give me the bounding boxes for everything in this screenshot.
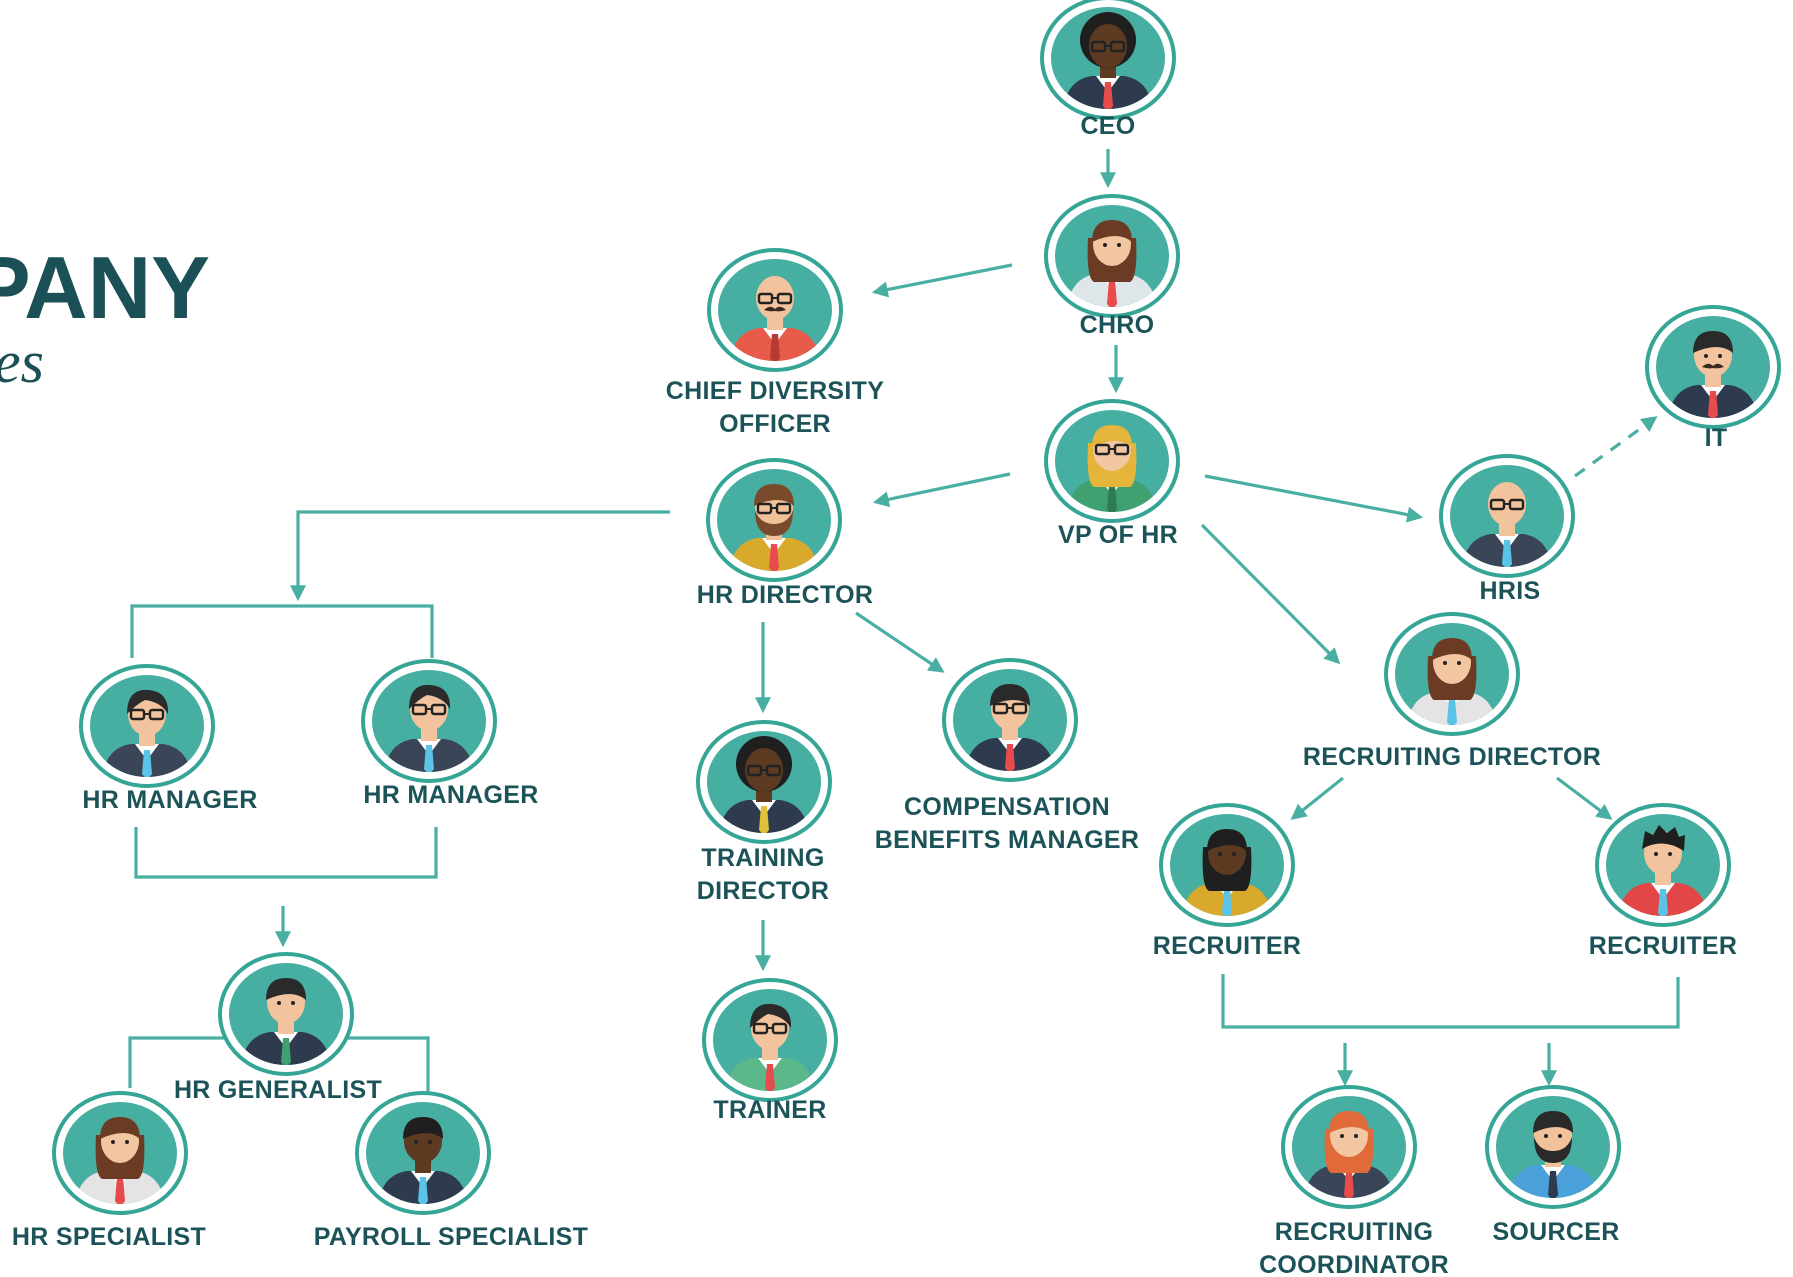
node-label-cdo-line-1: CHIEF DIVERSITY: [666, 377, 884, 405]
recruiter-avatar-icon: [1595, 803, 1731, 927]
recdir-to-rec1-arrow: [1290, 776, 1344, 820]
node-label-hris: HRIS: [1480, 577, 1541, 605]
node-rec1: RECRUITER: [1153, 803, 1302, 960]
node-chro: CHRO: [1044, 194, 1180, 339]
node-it: IT: [1645, 305, 1781, 452]
recdir-to-rec2-arrow: [1556, 776, 1613, 820]
sourcer-avatar-icon: [1485, 1085, 1621, 1209]
payroll-specialist-avatar-icon: [355, 1091, 491, 1215]
node-hrm2: HR MANAGER: [361, 659, 538, 809]
node-label-cdo-line-2: OFFICER: [719, 410, 831, 438]
hr-generalist-avatar-icon: [218, 952, 354, 1076]
node-label-chro: CHRO: [1080, 311, 1155, 339]
node-label-comp-line-2: BENEFITS MANAGER: [875, 826, 1140, 854]
node-label-ceo: CEO: [1080, 112, 1135, 140]
node-label-gen: HR GENERALIST: [174, 1076, 382, 1104]
hris-to-it-arrow: [1574, 416, 1658, 478]
hr-manager-avatar-icon: [79, 664, 215, 788]
hr-director-avatar-icon: [706, 458, 842, 582]
node-label-rec2: RECRUITER: [1589, 932, 1738, 960]
trainer-avatar-icon: [702, 978, 838, 1102]
vphr-to-hrdir-arrow: [872, 472, 1011, 508]
node-rec2: RECRUITER: [1589, 803, 1738, 960]
node-train: TRAINING DIRECTOR: [696, 720, 832, 905]
node-sourcer: SOURCER: [1485, 1085, 1621, 1246]
node-label-spec: HR SPECIALIST: [12, 1223, 206, 1251]
ceo-avatar-icon: [1040, 0, 1176, 120]
vphr-to-recdir-arrow: [1200, 523, 1341, 665]
node-vphr: VP OF HR: [1044, 399, 1180, 549]
chro-avatar-icon: [1044, 194, 1180, 318]
recruiting-coordinator-avatar-icon: [1281, 1085, 1417, 1209]
hrdir-to-hrm-connector: [290, 510, 670, 602]
node-label-sourcer: SOURCER: [1492, 1218, 1619, 1246]
hr-manager-avatar-icon: [361, 659, 497, 783]
node-label-hrm1: HR MANAGER: [82, 786, 257, 814]
node-label-payroll: PAYROLL SPECIALIST: [314, 1223, 588, 1251]
node-label-vphr: VP OF HR: [1058, 521, 1178, 549]
node-label-train-line-2: DIRECTOR: [697, 877, 830, 905]
node-hris: HRIS: [1439, 454, 1575, 605]
hrdir-to-comp-arrow: [855, 611, 945, 673]
node-label-hrm2: HR MANAGER: [363, 781, 538, 809]
node-coord: RECRUITING COORDINATOR: [1259, 1085, 1449, 1277]
chro-to-cdo-arrow: [871, 263, 1013, 298]
node-recdir: RECRUITING DIRECTOR: [1303, 612, 1601, 771]
node-label-comp-line-1: COMPENSATION: [904, 793, 1110, 821]
hrm-top-bracket: [130, 604, 434, 658]
vp-of-hr-avatar-icon: [1044, 399, 1180, 523]
node-gen: HR GENERALIST: [174, 952, 382, 1104]
node-comp: COMPENSATION BENEFITS MANAGER: [875, 658, 1140, 854]
node-label-recdir: RECRUITING DIRECTOR: [1303, 743, 1601, 771]
node-label-it: IT: [1705, 424, 1728, 452]
hr-specialist-avatar-icon: [52, 1091, 188, 1215]
node-hrm1: HR MANAGER: [79, 664, 257, 814]
compensation-benefits-manager-avatar-icon: [942, 658, 1078, 782]
node-label-train-line-1: TRAINING: [701, 844, 824, 872]
hrm-bottom-bracket: [134, 827, 438, 879]
page-title: PANY: [0, 238, 210, 337]
training-director-avatar-icon: [696, 720, 832, 844]
rec-bottom-bracket: [1221, 974, 1680, 1029]
node-spec: HR SPECIALIST: [12, 1091, 206, 1251]
hris-avatar-icon: [1439, 454, 1575, 578]
node-trainer: TRAINER: [702, 978, 838, 1124]
it-avatar-icon: [1645, 305, 1781, 429]
vphr-to-hris-arrow: [1204, 474, 1424, 523]
node-label-trainer: TRAINER: [713, 1096, 826, 1124]
node-label-rec1: RECRUITER: [1153, 932, 1302, 960]
node-hrdir: HR DIRECTOR: [697, 458, 873, 609]
recruiter-avatar-icon: [1159, 803, 1295, 927]
recruiting-director-avatar-icon: [1384, 612, 1520, 736]
chief-diversity-officer-avatar-icon: [707, 248, 843, 372]
node-cdo: CHIEF DIVERSITY OFFICER: [666, 248, 884, 438]
node-label-coord-line-1: RECRUITING: [1275, 1218, 1434, 1246]
node-payroll: PAYROLL SPECIALIST: [314, 1091, 588, 1251]
node-label-hrdir: HR DIRECTOR: [697, 581, 873, 609]
nodes: CEO CHRO CHIEF DIVERSITY OFFICER VP OF HR IT H…: [12, 0, 1781, 1277]
node-ceo: CEO: [1040, 0, 1176, 140]
page-subtitle: es: [0, 329, 44, 395]
node-label-coord-line-2: COORDINATOR: [1259, 1251, 1449, 1277]
